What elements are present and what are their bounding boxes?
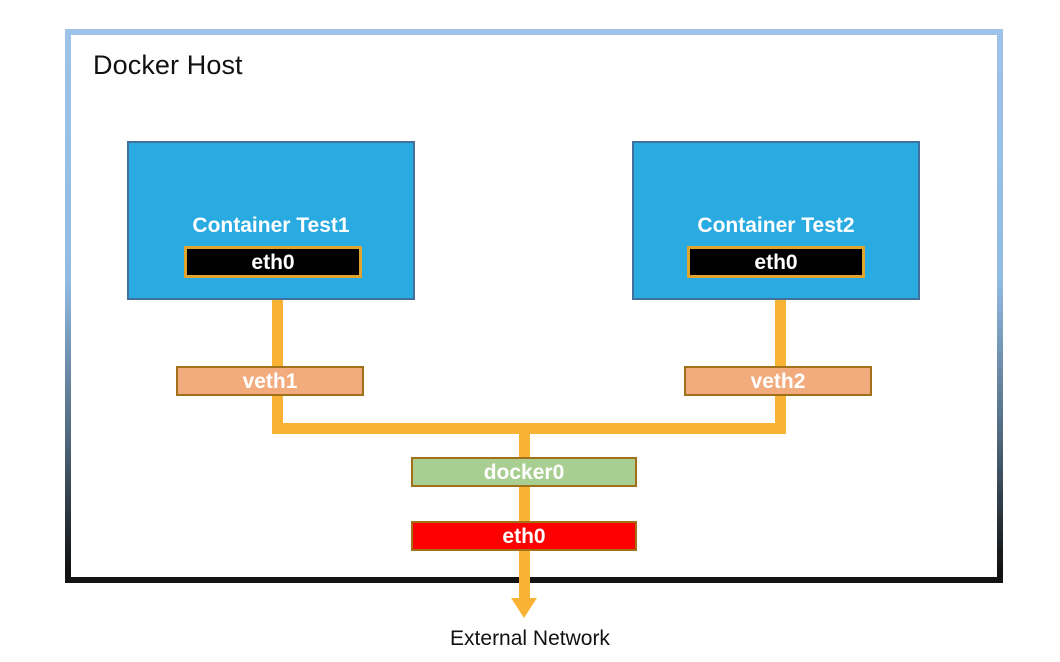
veth1-box[interactable]: veth1 — [176, 366, 364, 396]
container-label-test1: Container Test1 — [192, 214, 350, 237]
container-label-test2: Container Test2 — [697, 214, 855, 237]
wire-bus-to-docker0 — [519, 423, 530, 465]
veth1-label: veth1 — [242, 369, 298, 393]
docker-host-title: Docker Host — [93, 50, 243, 80]
docker-host-frame — [65, 29, 1003, 583]
wire-veth1-to-bus — [272, 394, 283, 434]
docker0-bridge-box[interactable]: docker0 — [411, 457, 637, 487]
wire-eth0-to-external — [519, 546, 530, 600]
veth2-label: veth2 — [750, 369, 806, 393]
wire-veth2-to-bus — [775, 394, 786, 434]
wire-container1-to-veth1 — [272, 276, 283, 386]
container-test1-eth0-label: eth0 — [251, 250, 295, 274]
arrow-head-icon — [511, 598, 537, 618]
veth2-box[interactable]: veth2 — [684, 366, 872, 396]
frame-bottom-edge — [65, 577, 1003, 583]
frame-top-edge — [65, 29, 1003, 35]
frame-left-edge — [65, 29, 71, 583]
host-eth0-box[interactable]: eth0 — [411, 521, 637, 551]
container-test2-eth0-box[interactable]: eth0 — [687, 246, 865, 278]
host-eth0-label: eth0 — [502, 524, 546, 548]
container-test1-eth0-box[interactable]: eth0 — [184, 246, 362, 278]
wire-docker0-to-eth0 — [519, 483, 530, 528]
frame-right-edge — [997, 29, 1003, 583]
external-network-label: External Network — [450, 627, 610, 650]
container-test2-eth0-label: eth0 — [754, 250, 798, 274]
wire-container2-to-veth2 — [775, 276, 786, 386]
container-box-test1[interactable]: Container Test1 — [127, 141, 415, 300]
docker0-label: docker0 — [483, 460, 565, 484]
